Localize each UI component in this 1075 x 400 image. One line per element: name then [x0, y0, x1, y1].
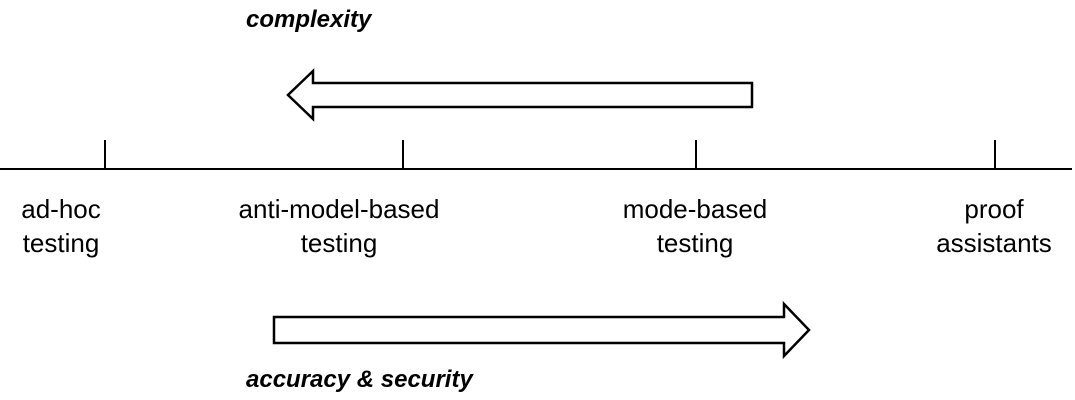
axis-line [0, 168, 1072, 170]
stage-label-line2: testing [22, 228, 100, 258]
stage-label-line2: assistants [936, 228, 1052, 258]
stage-label-line1: mode-based [622, 194, 768, 224]
accuracy-security-arrow [272, 300, 811, 360]
stage-label-proof-assistants: proof assistants [936, 192, 1052, 260]
tick-proof-assistants [994, 140, 996, 169]
tick-mode-based [695, 140, 697, 169]
stage-label-anti-model-based: anti-model-based testing [239, 192, 440, 260]
tick-anti-model-based [402, 140, 404, 169]
complexity-arrow [286, 68, 754, 122]
stage-label-line1: ad-hoc [21, 194, 101, 224]
complexity-label: complexity [246, 6, 372, 33]
accuracy-security-label: accuracy & security [246, 366, 473, 393]
tick-ad-hoc [104, 140, 106, 169]
stage-label-line1: anti-model-based [238, 194, 440, 224]
stage-label-ad-hoc: ad-hoc testing [21, 192, 101, 260]
stage-label-line2: testing [656, 228, 734, 258]
stage-label-line2: testing [300, 228, 378, 258]
stage-label-line1: proof [964, 194, 1024, 224]
stage-label-mode-based: mode-based testing [623, 192, 768, 260]
